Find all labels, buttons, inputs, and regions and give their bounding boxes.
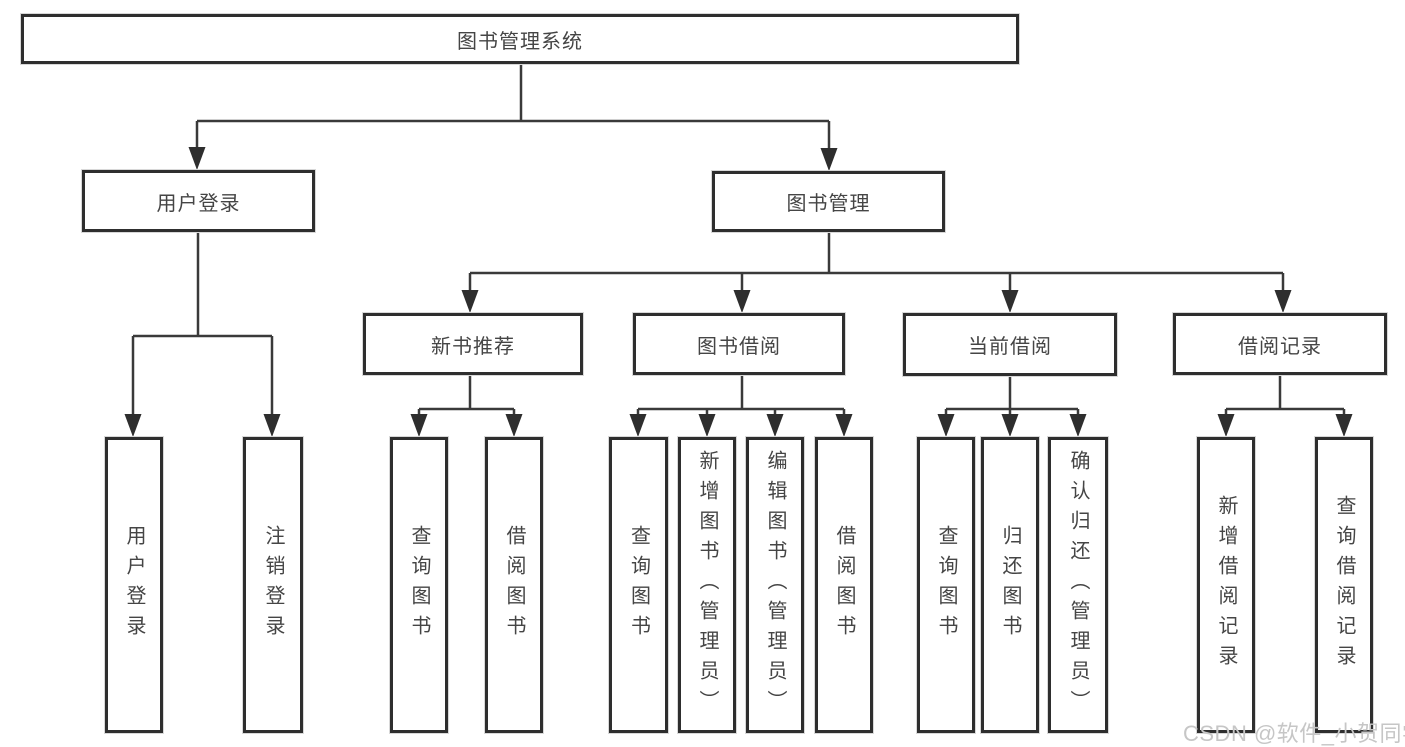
leaf-edit-book-admin: 编辑图书（管理员） <box>746 437 804 733</box>
node-book-management: 图书管理 <box>712 171 945 232</box>
node-book-management-label: 图书管理 <box>786 193 871 215</box>
node-borrowing-records: 借阅记录 <box>1173 313 1387 375</box>
leaf-logout: 注销登录 <box>243 437 303 733</box>
leaf-user-login-label: 用户登录 <box>123 525 145 645</box>
leaf-query-books-recommend-label: 查询图书 <box>408 525 430 645</box>
leaf-confirm-return-admin: 确认归还（管理员） <box>1048 437 1108 733</box>
leaf-add-borrow-record-label: 新增借阅记录 <box>1215 495 1237 675</box>
leaf-query-borrow-record: 查询借阅记录 <box>1315 437 1373 733</box>
node-library-system: 图书管理系统 <box>21 14 1019 64</box>
edge-book-mgmt-to-level3 <box>461 232 1292 313</box>
leaf-borrow-books-borrowing-label: 借阅图书 <box>833 525 855 645</box>
leaf-borrow-books-recommend-label: 借阅图书 <box>503 525 525 645</box>
leaf-query-books-borrowing: 查询图书 <box>609 437 668 733</box>
leaf-query-books-recommend: 查询图书 <box>390 437 448 733</box>
edge-borrow-records-to-leaves <box>1217 375 1353 437</box>
node-library-system-label: 图书管理系统 <box>457 30 583 53</box>
leaf-query-books-current-label: 查询图书 <box>935 525 957 645</box>
leaf-add-book-admin: 新增图书（管理员） <box>678 437 736 733</box>
leaf-return-book: 归还图书 <box>981 437 1039 733</box>
csdn-watermark: CSDN @软件_小贺同学 <box>1183 721 1405 746</box>
leaf-add-borrow-record: 新增借阅记录 <box>1197 437 1255 733</box>
edge-user-login-to-leaves <box>124 232 281 437</box>
node-current-borrowing: 当前借阅 <box>903 313 1117 376</box>
edge-new-book-to-leaves <box>410 375 523 437</box>
edge-root-to-level2 <box>188 64 838 171</box>
node-book-borrowing-label: 图书借阅 <box>697 335 781 358</box>
node-book-borrowing: 图书借阅 <box>633 313 845 375</box>
leaf-query-books-borrowing-label: 查询图书 <box>627 525 650 645</box>
leaf-borrow-books-borrowing: 借阅图书 <box>815 437 873 733</box>
node-user-login-group: 用户登录 <box>82 170 315 232</box>
leaf-edit-book-admin-label: 编辑图书（管理员） <box>764 450 786 720</box>
leaf-add-book-admin-label: 新增图书（管理员） <box>696 450 718 720</box>
node-new-book-recommend-label: 新书推荐 <box>431 335 515 358</box>
leaf-confirm-return-admin-label: 确认归还（管理员） <box>1067 450 1089 720</box>
edge-current-borrow-to-leaves <box>937 376 1087 437</box>
leaf-borrow-books-recommend: 借阅图书 <box>485 437 543 733</box>
leaf-return-book-label: 归还图书 <box>999 525 1021 645</box>
node-new-book-recommend: 新书推荐 <box>363 313 583 375</box>
leaf-query-books-current: 查询图书 <box>917 437 975 733</box>
node-borrowing-records-label: 借阅记录 <box>1238 335 1322 358</box>
node-user-login-group-label: 用户登录 <box>156 192 241 215</box>
node-current-borrowing-label: 当前借阅 <box>968 336 1052 358</box>
leaf-user-login: 用户登录 <box>105 437 163 733</box>
leaf-logout-label: 注销登录 <box>262 525 284 645</box>
leaf-query-borrow-record-label: 查询借阅记录 <box>1333 495 1355 675</box>
edge-book-borrow-to-leaves <box>629 375 853 437</box>
